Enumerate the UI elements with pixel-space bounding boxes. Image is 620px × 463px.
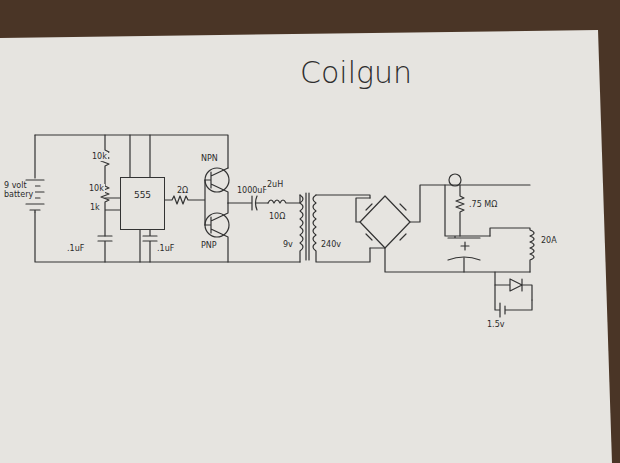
bridge-rectifier	[360, 196, 410, 248]
diode-symbol	[495, 272, 532, 300]
wire	[105, 197, 120, 198]
component-value: 10k	[91, 152, 108, 161]
capacitor-symbol	[445, 185, 490, 272]
pnp-transistor	[205, 203, 228, 262]
circuit-wires	[26, 135, 534, 317]
polarity-mark	[461, 242, 469, 250]
transformer-primary	[300, 195, 303, 262]
diode-symbol	[366, 204, 406, 240]
resistor-symbol	[456, 185, 464, 236]
component-value: .1uF	[66, 244, 85, 253]
component-value: .1uF	[156, 244, 175, 253]
diagram-title: Coilgun	[300, 55, 412, 90]
left-rail	[35, 135, 300, 262]
component-value: 1k	[89, 203, 101, 212]
coil-symbol	[490, 228, 534, 272]
resistor-symbol	[165, 180, 205, 225]
component-value: 10Ω	[268, 212, 286, 221]
switch-symbol	[449, 174, 461, 186]
component-value: 9 volt battery	[3, 181, 35, 199]
capacitor-symbol	[98, 236, 112, 262]
component-value: 240v	[320, 240, 342, 249]
inductor-symbol	[268, 195, 300, 203]
transformer-core	[306, 193, 309, 260]
component-value: .75 MΩ	[468, 200, 498, 209]
top-rail	[35, 135, 228, 168]
component-value: 2uH	[266, 180, 284, 189]
component-value: 10k	[88, 184, 105, 193]
component-value: 1000uF	[236, 186, 268, 195]
component-value: 2Ω	[176, 186, 189, 195]
component-value: 1.5v	[486, 320, 505, 329]
capacitor-symbol	[228, 196, 268, 210]
npn-transistor	[205, 168, 228, 203]
component-value: 20A	[540, 236, 558, 245]
wire	[139, 230, 140, 262]
wire	[130, 135, 150, 177]
component-value: 9v	[282, 240, 294, 249]
paper-sheet	[0, 30, 612, 463]
chip-label: 555	[134, 190, 151, 200]
component-value: NPN	[200, 154, 219, 163]
transformer-secondary	[313, 195, 370, 262]
battery-symbol	[495, 285, 532, 317]
ic-chip: 555	[120, 177, 165, 230]
capacitor-symbol	[143, 230, 157, 262]
component-value: PNP	[200, 241, 218, 250]
